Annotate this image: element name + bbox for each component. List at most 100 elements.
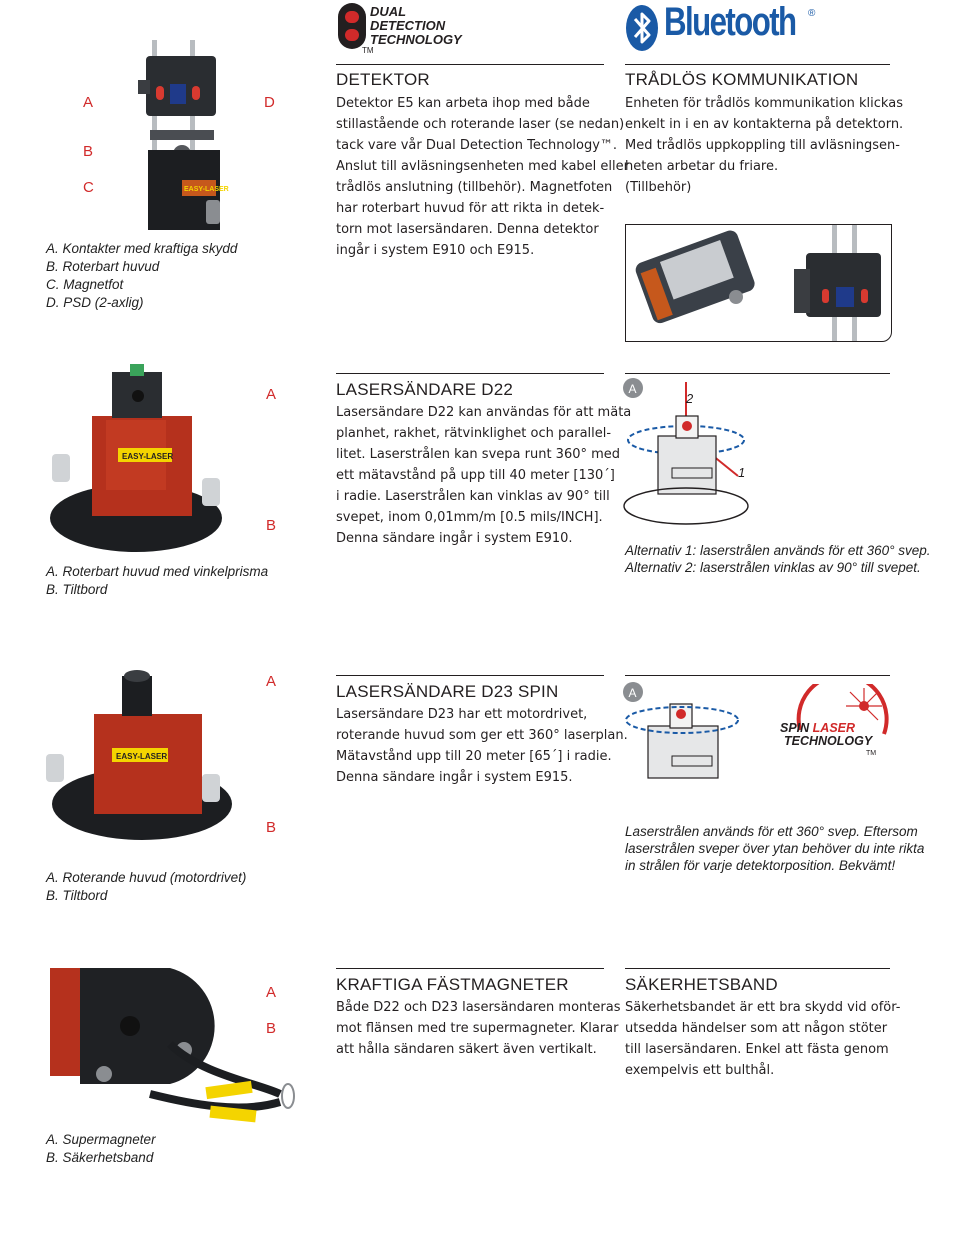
diagram-number-2: 2 — [686, 391, 694, 406]
bluetooth-unit-photo — [635, 225, 881, 341]
label-b: B — [266, 517, 277, 534]
body-line: Denna sändare ingår i system E915. — [336, 770, 573, 785]
rule-d23 — [336, 675, 604, 676]
rule-d23-right — [625, 675, 890, 676]
body-line: Lasersändare D22 kan användas för att mä… — [336, 405, 632, 420]
body-d22: Lasersändare D22 kan användas för att mä… — [336, 402, 631, 549]
heading-detektor: DETEKTOR — [336, 70, 430, 89]
label-a: A — [266, 673, 277, 690]
body-line: exempelvis ett bulthål. — [625, 1063, 775, 1078]
rule-magneter — [336, 968, 604, 969]
label-a: A — [266, 984, 277, 1001]
body-line: stillastående och roterande laser (se ne… — [336, 117, 625, 132]
label-a: A — [266, 386, 277, 403]
heading-d23: LASERSÄNDARE D23 SPIN — [336, 682, 559, 701]
rule-sakerhetsband — [625, 968, 890, 969]
caption-line: C. Magnetfot — [46, 277, 124, 292]
caption-line: D. PSD (2-axlig) — [46, 295, 144, 310]
spin-laser-word: LASER — [812, 721, 856, 735]
rule-d22-right — [625, 373, 890, 374]
s1-caption: A. Kontakter med kraftiga skydd B. Roter… — [46, 240, 237, 312]
body-line: roterande huvud som ger ett 360° laserpl… — [336, 728, 628, 743]
d22-diagram-note: Alternativ 1: laserstrålen används för e… — [625, 542, 931, 576]
ddt-line1: DUAL — [370, 4, 407, 19]
body-line: Med trådlös uppkoppling till avläsningse… — [625, 138, 900, 153]
body-line: planhet, rakhet, rätvinklighet och paral… — [336, 426, 612, 441]
diagram-number-1: 1 — [738, 465, 746, 480]
note-line: in strålen för varje detektorposition. B… — [625, 858, 896, 873]
diagram-a-marker: A — [629, 686, 637, 700]
note-line: laserstrålen sveper över ytan behöver du… — [625, 841, 925, 856]
heading-tradlos: TRÅDLÖS KOMMUNIKATION — [625, 70, 859, 89]
label-d: D — [264, 94, 275, 111]
body-line: Detektor E5 kan arbeta ihop med både — [336, 96, 590, 111]
bluetooth-reg: ® — [808, 8, 816, 19]
caption-line: B. Säkerhetsband — [46, 1150, 154, 1165]
d23-diagram-note: Laserstrålen används för ett 360° svep. … — [625, 823, 924, 874]
heading-d22: LASERSÄNDARE D22 — [336, 380, 514, 399]
label-a: A — [83, 94, 94, 111]
body-line: tack vare vår Dual Detection Technology™… — [336, 138, 618, 153]
dual-detection-logo: DUAL DETECTION TECHNOLOGY TM — [336, 2, 476, 56]
easylaser-tag-s1: EASY-LASER — [184, 186, 229, 193]
body-line: trådlös anslutning (tillbehör). Magnetfo… — [336, 180, 613, 195]
caption-line: A. Roterbart huvud med vinkelprisma — [46, 564, 269, 579]
caption-line: B. Tiltbord — [46, 888, 108, 903]
label-c: C — [83, 179, 94, 196]
detector-e5-photo: EASY-LASER — [138, 40, 229, 230]
s4-caption: A. Supermagneter B. Säkerhetsband — [46, 1131, 156, 1167]
note-line: Alternativ 2: laserstrålen vinklas av 90… — [625, 560, 921, 575]
caption-line: B. Tiltbord — [46, 582, 108, 597]
body-line: att hålla sändaren säkert även vertikalt… — [336, 1042, 597, 1057]
body-line: torn mot lasersändaren. Denna detektor — [336, 222, 599, 237]
d22-sweep-diagram: A — [623, 378, 749, 525]
caption-line: A. Kontakter med kraftiga skydd — [46, 241, 238, 256]
d23-sweep-diagram: A — [623, 682, 739, 779]
body-line: till lasersändaren. Enkel att fästa geno… — [625, 1042, 889, 1057]
ddt-logo-mark — [338, 3, 366, 49]
body-sakerhetsband: Säkerhetsbandet är ett bra skydd vid ofö… — [625, 997, 900, 1081]
ddt-line2: DETECTION — [370, 18, 446, 33]
body-magneter: Både D22 och D23 lasersändaren monteras … — [336, 997, 620, 1060]
heading-magneter: KRAFTIGA FÄSTMAGNETER — [336, 975, 569, 994]
body-line: Denna sändare ingår i system E910. — [336, 531, 573, 546]
body-line: mot flänsen med tre supermagneter. Klara… — [336, 1021, 619, 1036]
s2-caption: A. Roterbart huvud med vinkelprisma B. T… — [46, 563, 268, 599]
label-b: B — [266, 1020, 277, 1037]
body-line: Säkerhetsbandet är ett bra skydd vid ofö… — [625, 1000, 901, 1015]
bluetooth-wordmark: Bluetooth — [664, 0, 797, 44]
body-line: Både D22 och D23 lasersändaren monteras — [336, 1000, 621, 1015]
body-line: ingår i system E910 och E915. — [336, 243, 535, 258]
body-line: Mätavstånd upp till 20 meter [65´] i rad… — [336, 749, 612, 764]
body-line: heten arbetar du friare. — [625, 159, 779, 174]
body-tradlos: Enheten för trådlös kommunikation klicka… — [625, 93, 903, 198]
body-line: Enheten för trådlös kommunikation klicka… — [625, 96, 903, 111]
laser-d23-photo: EASY-LASER — [46, 670, 232, 840]
diagram-a-marker: A — [629, 382, 637, 396]
rule-detektor — [336, 64, 604, 65]
ddt-tm: TM — [362, 46, 374, 55]
magnets-and-strap-photo — [50, 968, 295, 1123]
body-line: i radie. Laserstrålen kan vinklas av 90°… — [336, 489, 610, 504]
spin-word: SPIN — [780, 721, 810, 735]
easylaser-tag-s2: EASY-LASER — [122, 452, 173, 461]
body-line: ett mätavstånd på upp till 40 meter [130… — [336, 468, 615, 483]
label-b: B — [83, 143, 94, 160]
body-line: har roterbart huvud för att rikta in det… — [336, 201, 605, 216]
caption-line: A. Roterande huvud (motordrivet) — [46, 870, 247, 885]
rule-d22 — [336, 373, 604, 374]
spin-logo-mark — [796, 684, 889, 735]
caption-line: A. Supermagneter — [46, 1132, 156, 1147]
body-line: (Tillbehör) — [625, 180, 692, 195]
body-line: Anslut till avläsningsenheten med kabel … — [336, 159, 629, 174]
easylaser-tag-s3: EASY-LASER — [116, 752, 167, 761]
body-line: Lasersändare D23 har ett motordrivet, — [336, 707, 588, 722]
body-detektor: Detektor E5 kan arbeta ihop med både sti… — [336, 93, 629, 261]
body-line: enkelt in i en av kontakterna på detekto… — [625, 117, 904, 132]
bluetooth-icon — [626, 5, 658, 51]
spin-tm: TM — [866, 750, 877, 757]
bluetooth-unit-image — [625, 224, 892, 342]
body-line: svepet, inom 0,01mm/m [0.5 mils/INCH]. — [336, 510, 603, 525]
spin-technology-word: TECHNOLOGY — [784, 734, 873, 748]
heading-sakerhetsband: SÄKERHETSBAND — [625, 975, 778, 994]
